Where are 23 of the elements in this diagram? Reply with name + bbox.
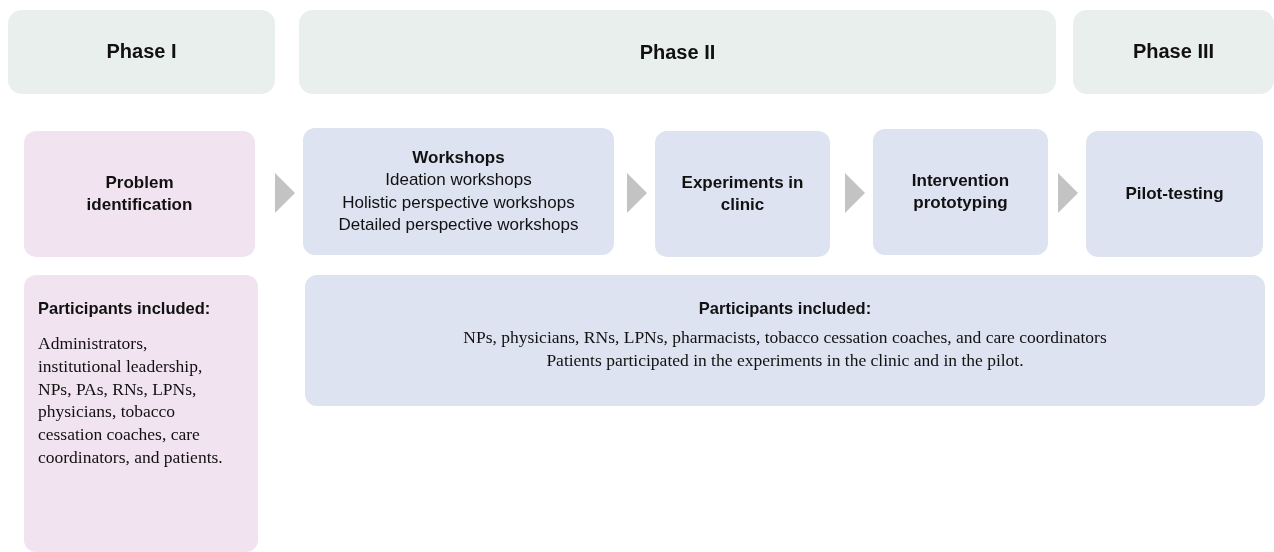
process-box xyxy=(655,131,830,257)
participants-panel xyxy=(305,275,1265,406)
participants-text: NPs, physicians, RNs, LPNs, pharmacists, tobacco cessation coaches, and care coordinators xyxy=(463,326,1107,349)
phase-title: Phase III xyxy=(1132,40,1215,63)
process-box xyxy=(1086,131,1263,257)
phase-title: Phase II xyxy=(639,40,716,64)
step-title: Problem identification xyxy=(85,171,194,216)
participants-heading: Participants included: xyxy=(37,299,212,318)
process-box xyxy=(24,131,255,257)
phase-title: Phase I xyxy=(106,40,177,63)
process-box xyxy=(873,129,1048,255)
step-title: Experiments in clinic xyxy=(680,171,805,216)
workshop-item: Detailed perspective workshops xyxy=(338,213,579,236)
step-title: Pilot-testing xyxy=(1125,182,1224,205)
workshop-item: Holistic perspective workshops xyxy=(342,191,575,214)
step-title: Intervention prototyping xyxy=(910,169,1011,214)
process-box xyxy=(303,128,614,255)
participants-heading: Participants included: xyxy=(698,299,872,318)
participants-text: Administrators, institutional leadership, NPs, PAs, RNs, LPNs, physicians, tobacco cessation coaches, care coordinators, and patients. xyxy=(37,332,224,469)
step-title: Workshops xyxy=(412,147,505,170)
participants-text: Patients participated in the experiments in the clinic and in the pilot. xyxy=(546,348,1024,372)
participants-panel xyxy=(24,275,258,552)
workshop-item: Ideation workshops xyxy=(385,169,532,192)
